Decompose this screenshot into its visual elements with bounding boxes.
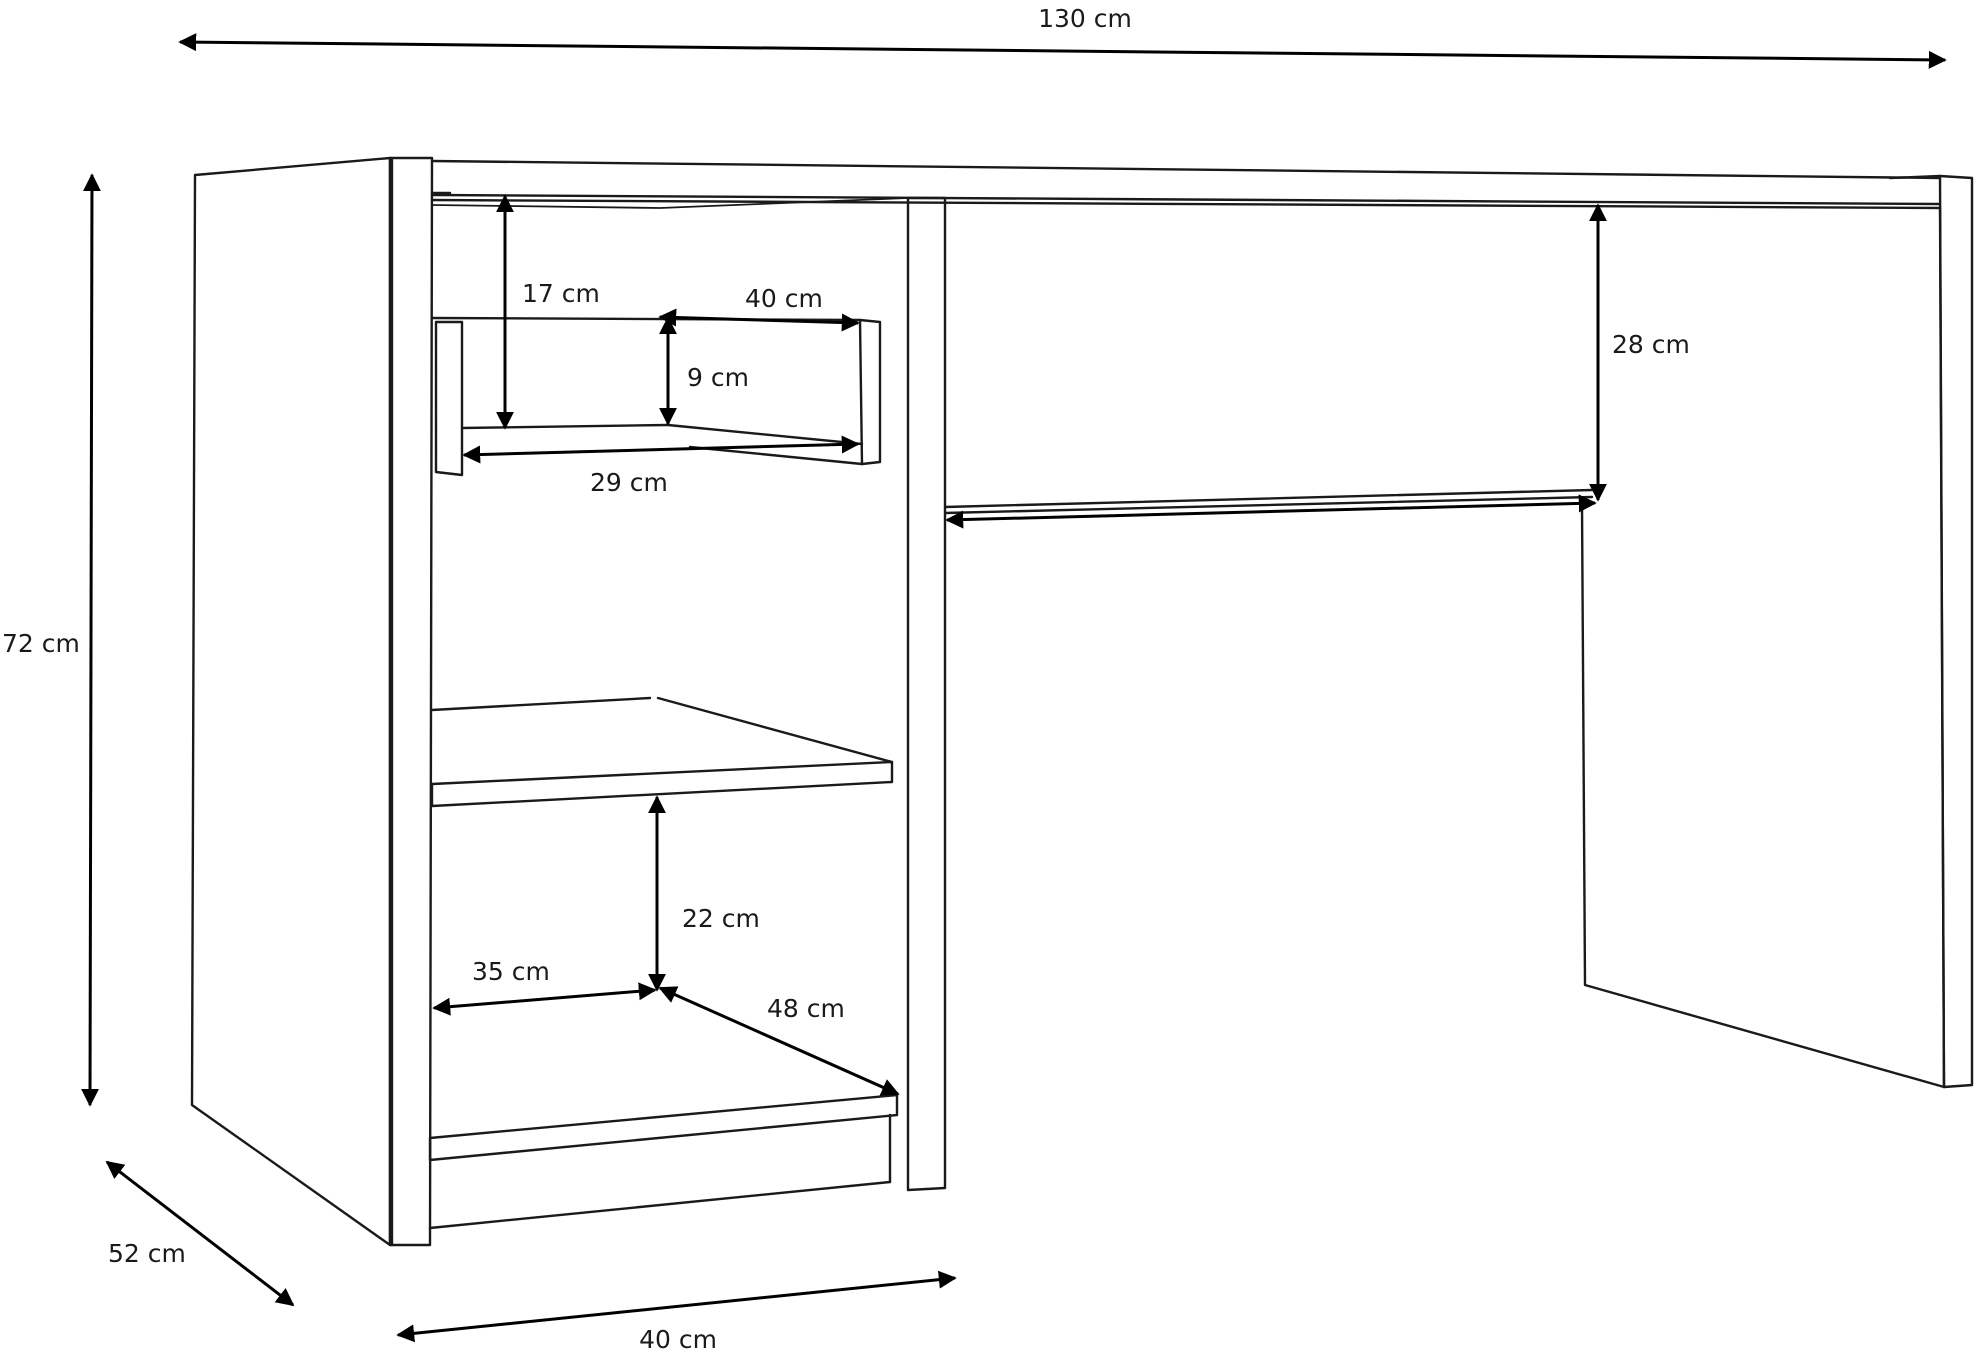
label-shelf-depth: 48 cm bbox=[767, 994, 845, 1023]
dim-arrow-overall-height bbox=[81, 173, 101, 1107]
label-overall-depth: 52 cm bbox=[108, 1239, 186, 1268]
dim-arrow-overall-depth bbox=[105, 1160, 295, 1307]
dim-arrow-overall-width bbox=[178, 33, 1947, 69]
label-drawer-inner-height: 9 cm bbox=[687, 363, 749, 392]
label-shelf-clearance: 22 cm bbox=[682, 904, 760, 933]
dim-arrow-drawer-width bbox=[658, 308, 860, 332]
dimension-labels: 130 cm 72 cm 52 cm 40 cm 17 cm 40 cm 9 c… bbox=[2, 4, 1690, 1354]
right-leg-panel bbox=[1580, 174, 1974, 1089]
middle-divider-panel bbox=[906, 196, 947, 1192]
dim-arrow-drawer-depth bbox=[462, 435, 860, 464]
label-overall-height: 72 cm bbox=[2, 629, 80, 658]
label-knee-clearance: 28 cm bbox=[1612, 330, 1690, 359]
left-panel-front-edge bbox=[388, 156, 434, 1247]
label-drawer-depth: 29 cm bbox=[590, 468, 668, 497]
back-rail bbox=[943, 488, 1594, 515]
dim-arrow-rail-length bbox=[945, 494, 1597, 529]
dim-arrow-cabinet-width bbox=[396, 1270, 957, 1343]
label-overall-width: 130 cm bbox=[1038, 4, 1132, 33]
dim-arrow-shelf-depth bbox=[658, 986, 900, 1096]
left-side-panel bbox=[190, 156, 394, 1247]
dimension-lines bbox=[81, 33, 1947, 1343]
desk-drawing bbox=[190, 156, 1974, 1247]
label-drawer-height: 17 cm bbox=[522, 279, 600, 308]
label-cabinet-width: 40 cm bbox=[639, 1325, 717, 1354]
middle-shelf bbox=[430, 696, 894, 808]
bottom-shelf bbox=[428, 1093, 899, 1230]
drawer bbox=[430, 197, 909, 477]
label-drawer-width: 40 cm bbox=[745, 284, 823, 313]
dim-arrow-shelf-width bbox=[432, 982, 657, 1016]
tabletop bbox=[430, 159, 1942, 210]
label-shelf-width: 35 cm bbox=[472, 957, 550, 986]
